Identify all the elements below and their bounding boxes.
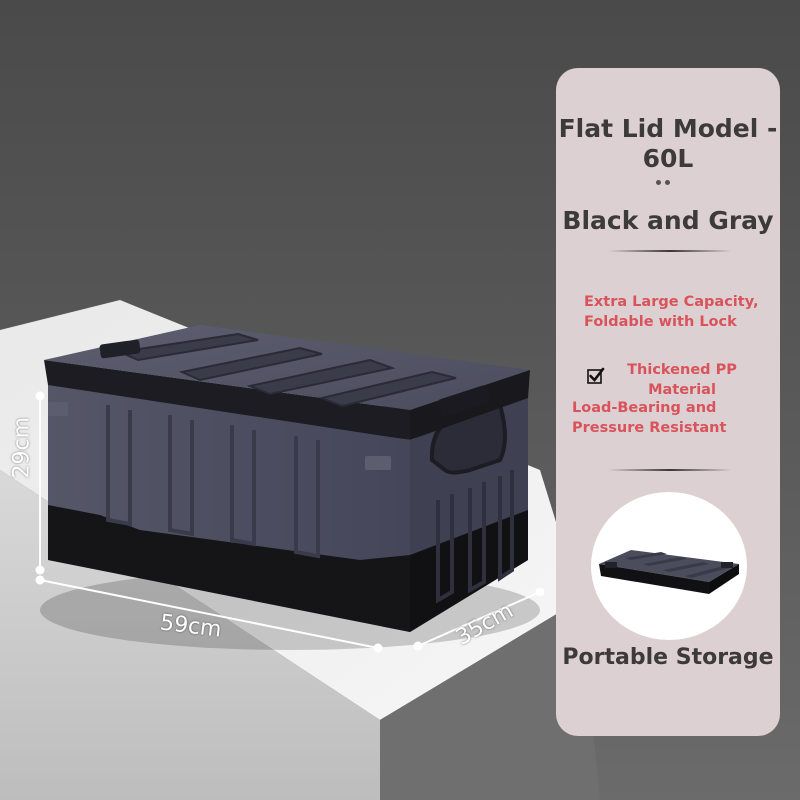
box-base-front [48,505,410,632]
check-icon [587,367,605,384]
pedestal-side [380,600,600,800]
info-panel: Flat Lid Model - 60L Black and Gray Extr… [556,68,780,736]
feature-capacity: Extra Large Capacity, Foldable with Lock [584,294,759,330]
divider [608,469,732,471]
box-lid-edge-front [44,360,410,440]
lid-slots [116,332,457,408]
feature-load-bearing: Load-Bearing and Pressure Resistant [572,400,727,436]
color-title: Black and Gray [562,206,774,235]
dimension-height-label: 29cm [9,416,35,479]
front-ribs [106,405,320,559]
thumbnail-caption: Portable Storage [562,645,774,670]
feature-material: Thickened PP Material [627,362,737,398]
side-ribs [436,470,514,604]
dimension-lines [35,391,545,653]
dots-decoration [656,170,674,189]
model-title: Flat Lid Model - 60L [558,114,778,173]
folded-box-thumbnail [591,492,747,640]
divider [608,250,732,252]
